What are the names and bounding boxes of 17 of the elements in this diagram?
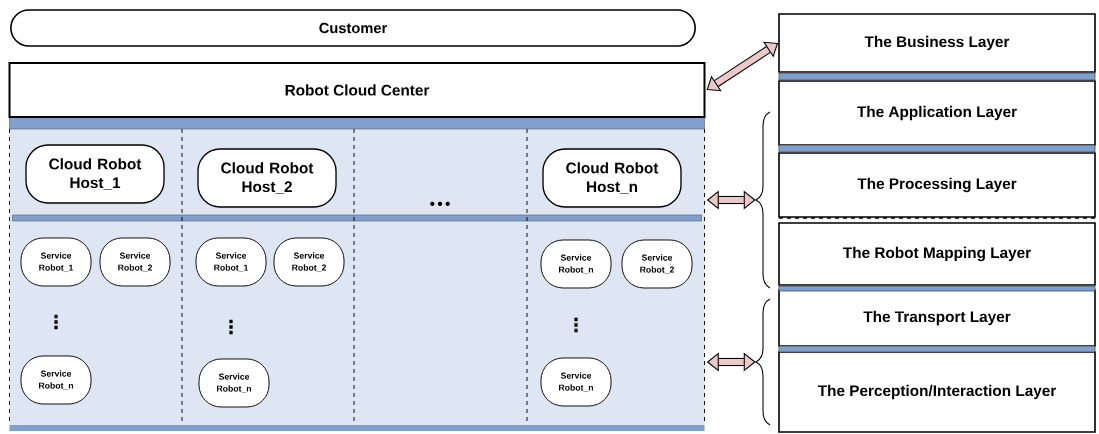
brace [755,111,771,289]
layer-box: The Transport Layer [778,289,1096,347]
layer-box: The Perception/Interaction Layer [778,351,1096,433]
vertical-ellipsis: ⋮ [229,319,233,335]
host-box: Cloud Robot Host_1 [25,144,165,204]
customer-pill: Customer [10,9,696,47]
center-box: Robot Cloud Center [8,62,706,118]
host-box: Cloud Robot Host_2 [197,148,337,208]
layer-box: The Processing Layer [778,152,1096,218]
ellipsis: ••• [430,201,450,206]
vertical-ellipsis: ⋮ [54,314,58,330]
brace [755,298,771,426]
layer-box: The Robot Mapping Layer [778,222,1096,286]
vertical-ellipsis: ⋮ [574,317,578,333]
layer-box: The Application Layer [778,80,1096,146]
host-box: Cloud Robot Host_n [542,148,682,208]
layer-box: The Business Layer [778,13,1096,73]
